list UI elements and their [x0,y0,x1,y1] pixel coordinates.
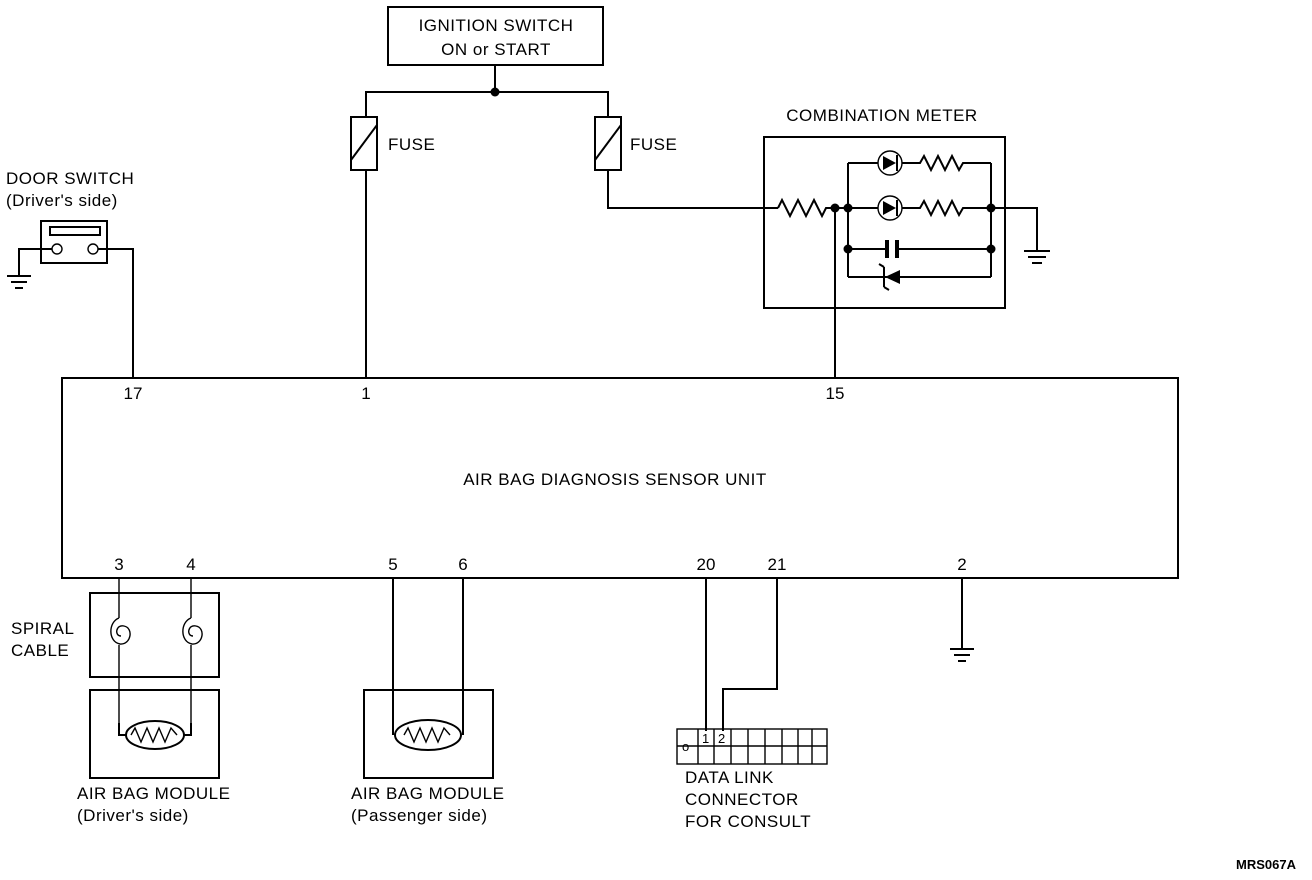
data-link-cell-1: 1 [702,731,709,746]
data-link-cell-2: 2 [718,731,725,746]
airbag-diagnosis-sensor-unit: AIR BAG DIAGNOSIS SENSOR UNIT 17 1 15 3 … [61,377,1179,579]
pin-20: 20 [697,555,716,574]
data-link-label-line1: DATA LINK [685,768,774,787]
data-link-label-line2: CONNECTOR [685,790,799,809]
ground-icon [7,275,31,289]
spiral-cable-label-line1: SPIRAL [11,619,74,638]
combination-meter-label: COMBINATION METER [786,106,977,125]
pin-21: 21 [768,555,787,574]
pin-17: 17 [124,384,143,403]
fuse-left-label: FUSE [388,135,435,154]
airbag-passenger-label-line2: (Passenger side) [351,806,488,825]
pin-4: 4 [186,555,195,574]
fuse-left: FUSE [350,116,435,171]
combination-meter: COMBINATION METER [763,106,1006,309]
airbag-module-driver: AIR BAG MODULE (Driver's side) [77,689,230,825]
ignition-switch: IGNITION SWITCH ON or START [387,6,604,66]
data-link-cell-o: o [682,739,689,754]
spiral-cable: SPIRAL CABLE [11,578,220,723]
airbag-module-passenger: AIR BAG MODULE (Passenger side) [351,578,504,825]
fuse-right-label: FUSE [630,135,677,154]
airbag-driver-label-line1: AIR BAG MODULE [77,784,230,803]
ignition-label-line1: IGNITION SWITCH [419,16,574,35]
figure-code: MRS067A [1236,857,1297,872]
pin-1: 1 [361,384,370,403]
door-switch-label-line2: (Driver's side) [6,191,118,210]
airbag-driver-label-line2: (Driver's side) [77,806,189,825]
fuse-right: FUSE [594,116,677,171]
ignition-label-line2: ON or START [441,40,551,59]
pin-6: 6 [458,555,467,574]
airbag-passenger-label-line1: AIR BAG MODULE [351,784,504,803]
ground-icon [950,648,974,662]
pin-5: 5 [388,555,397,574]
door-switch: DOOR SWITCH (Driver's side) [6,169,134,264]
sensor-unit-label: AIR BAG DIAGNOSIS SENSOR UNIT [463,470,767,489]
door-switch-label-line1: DOOR SWITCH [6,169,134,188]
pin-3: 3 [114,555,123,574]
spiral-cable-label-line2: CABLE [11,641,69,660]
pin-15: 15 [826,384,845,403]
data-link-connector: o 1 2 DATA LINK CONNECTOR FOR CONSULT [676,728,828,831]
ground-icon [1024,250,1050,264]
pin-2: 2 [957,555,966,574]
data-link-label-line3: FOR CONSULT [685,812,811,831]
